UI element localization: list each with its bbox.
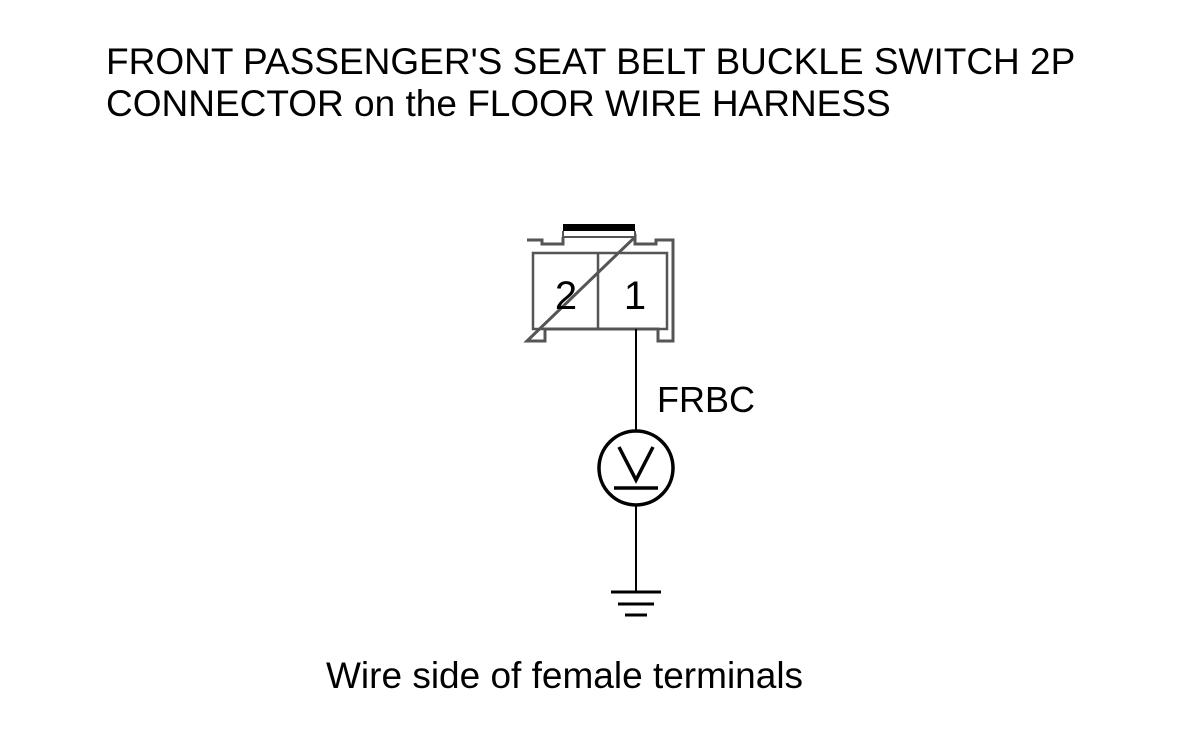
connector-housing — [523, 233, 675, 343]
voltmeter-icon — [597, 429, 675, 507]
wire-label-frbc: FRBC — [657, 379, 755, 420]
diagram-title-line-2: CONNECTOR on the FLOOR WIRE HARNESS — [106, 83, 891, 124]
diagram-caption: Wire side of female terminals — [326, 655, 804, 696]
diagram-title-line-1: FRONT PASSENGER'S SEAT BELT BUCKLE SWITC… — [106, 41, 1076, 82]
ground-icon — [611, 590, 661, 617]
connector-pin-2-label: 2 — [555, 274, 577, 318]
connector-lock-tab — [563, 224, 635, 231]
connector-pin-1-label: 1 — [624, 274, 646, 318]
voltmeter-circle — [597, 429, 675, 507]
connector-cavity — [531, 251, 669, 331]
connector-lock-base — [562, 231, 636, 238]
connector-2p: 2 1 — [523, 224, 675, 343]
voltmeter-v-glyph — [617, 446, 655, 484]
